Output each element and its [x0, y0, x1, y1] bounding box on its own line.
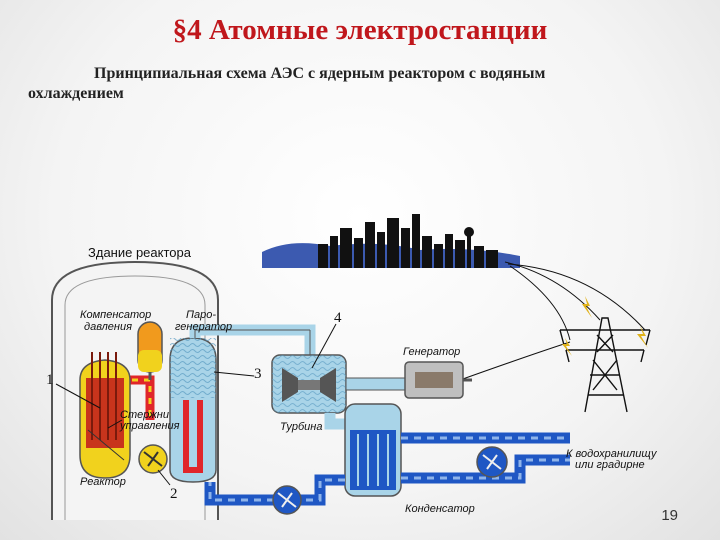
callout-4: 4: [334, 310, 342, 326]
transmission-tower: [559, 317, 651, 413]
label-condenser: Конденсатор: [405, 503, 475, 515]
lightning-icons: [562, 296, 648, 356]
feed-pump: [272, 485, 302, 515]
label-reservoir-1: К водохранилищу: [566, 448, 658, 460]
label-reactor: Реактор: [80, 476, 126, 488]
label-compensator-1: Компенсатор: [80, 309, 151, 321]
pressure-compensator: [137, 321, 163, 380]
feedwater-pipe: [204, 474, 345, 506]
callout-2: 2: [170, 486, 178, 502]
label-building: Здание реактора: [88, 245, 192, 260]
cooling-water-loop: [401, 432, 570, 484]
label-compensator-2: давления: [84, 321, 132, 333]
turbine: [271, 354, 347, 414]
steam-generator: [169, 337, 217, 483]
label-reservoir-2: или градирне: [575, 459, 645, 471]
label-turbine: Турбина: [280, 421, 322, 433]
callout-3: 3: [254, 366, 262, 382]
label-steamgen-2: генератор: [175, 321, 232, 333]
reactor-vessel: [79, 352, 131, 479]
callout-1: 1: [46, 372, 54, 388]
page-number: 19: [661, 507, 678, 524]
label-steamgen-1: Паро-: [186, 309, 216, 321]
label-rods-2: управления: [119, 420, 180, 432]
diagram-subtitle: Принципиальная схема АЭС с ядерным реакт…: [28, 64, 688, 104]
power-lines: [459, 261, 646, 381]
subtitle-line-1: Принципиальная схема АЭС с ядерным реакт…: [94, 65, 546, 82]
condenser: [344, 403, 402, 497]
page-title: §4 Атомные электростанции: [172, 14, 548, 46]
leader-lines: [55, 323, 337, 486]
cooling-pump: [476, 446, 508, 478]
generator: [404, 361, 472, 399]
primary-pump: [138, 444, 168, 474]
steam-pipe: [189, 324, 316, 358]
label-rods-1: Стержни: [120, 409, 169, 421]
label-generator: Генератор: [403, 346, 460, 358]
subtitle-line-2: охлаждением: [28, 85, 124, 102]
city-skyline: [262, 214, 520, 268]
